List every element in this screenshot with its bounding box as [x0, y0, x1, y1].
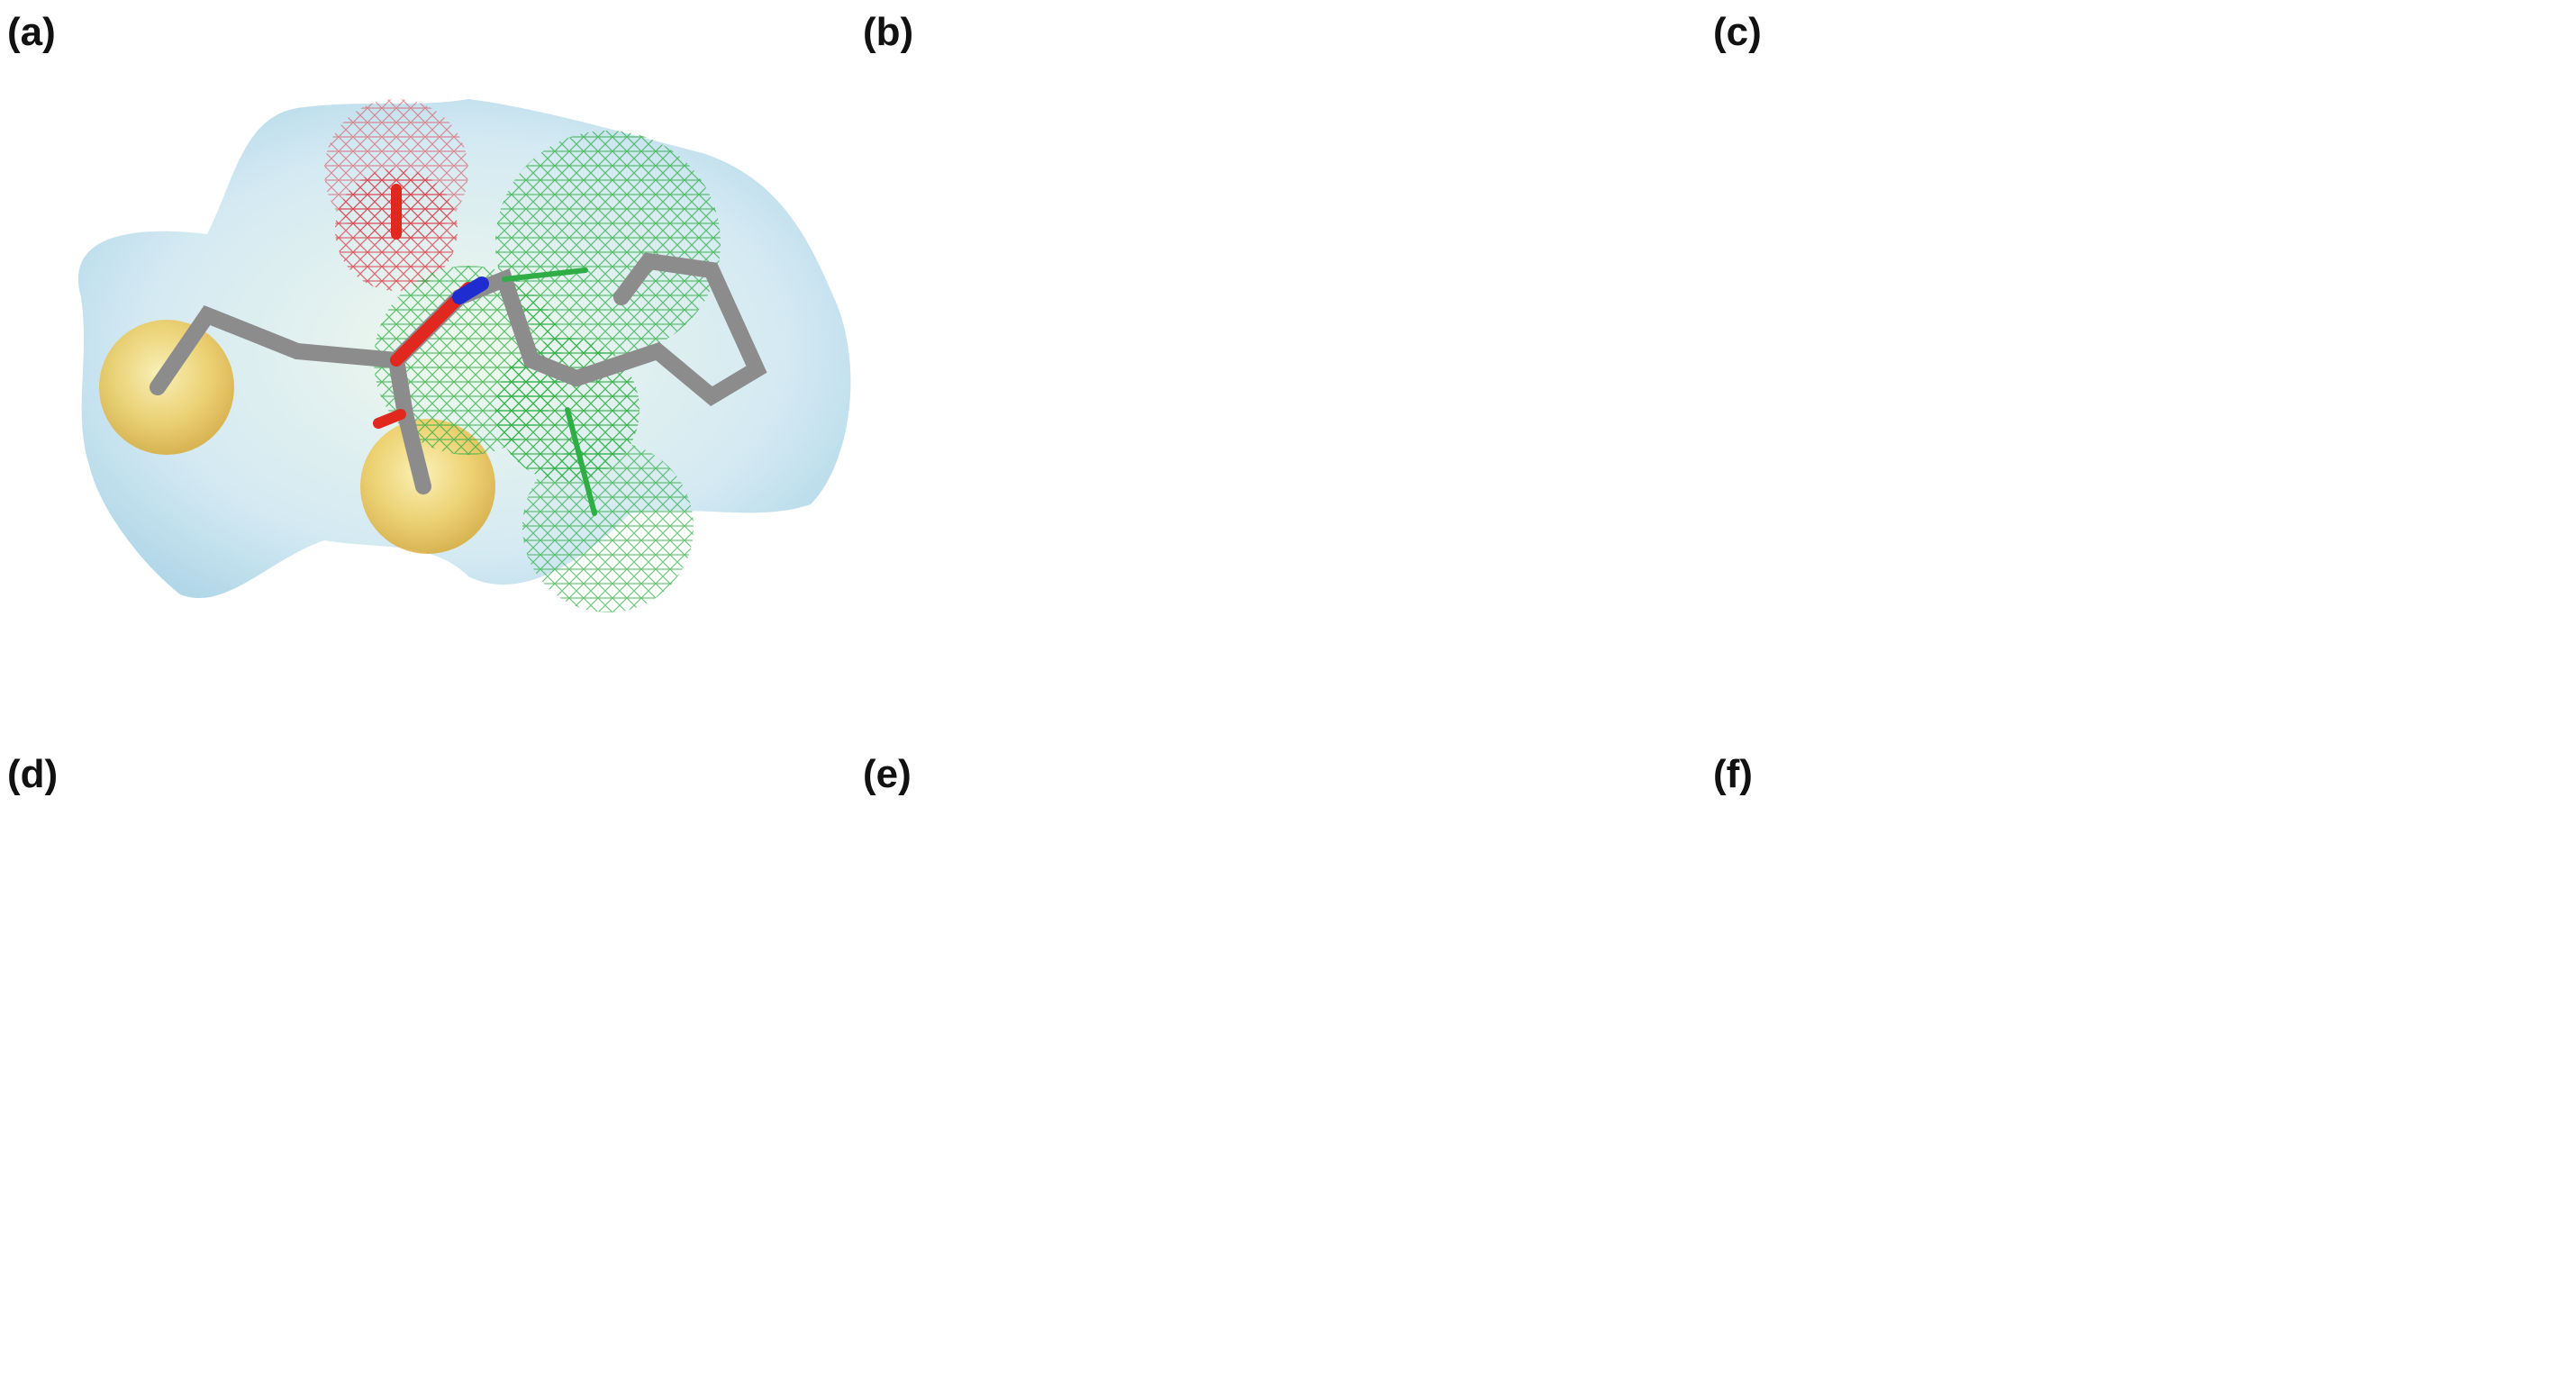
panel-a	[77, 99, 851, 612]
panel-label-b: (b)	[863, 10, 914, 54]
panel-label-d: (d)	[7, 752, 59, 796]
panel-label-f: (f)	[1713, 752, 1753, 796]
panel-label-c: (c)	[1713, 10, 1762, 54]
ligand-sticks	[150, 184, 767, 516]
hbond-acceptor-mesh	[495, 131, 721, 356]
hbond-acceptor-mesh	[522, 441, 694, 612]
panel-label-a: (a)	[7, 10, 56, 54]
panel-label-e: (e)	[863, 752, 912, 796]
